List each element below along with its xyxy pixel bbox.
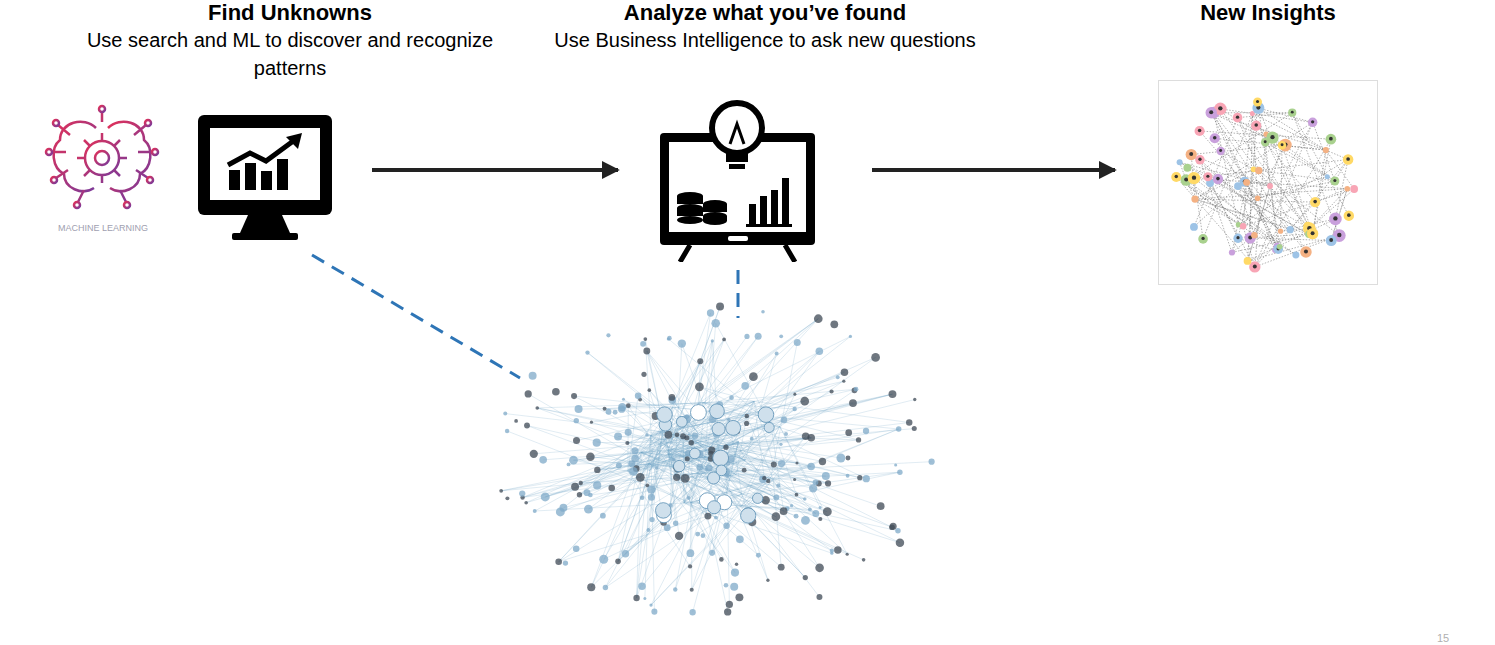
flow-arrow bbox=[372, 168, 618, 172]
icon-node: Find UnknownsUse search and ML to discov… bbox=[198, 115, 332, 240]
logo-caption: MACHINE LEARNING bbox=[40, 223, 166, 233]
caption-block: Find UnknownsUse search and ML to discov… bbox=[80, 0, 500, 82]
step-heading: Find Unknowns bbox=[80, 0, 500, 26]
network-graph bbox=[499, 303, 934, 616]
leader-line bbox=[737, 270, 740, 318]
icon-node: Analyze what you’ve foundUse Business In… bbox=[660, 100, 815, 262]
monitor-icon bbox=[198, 115, 332, 240]
step-description: Use search and ML to discover and recogn… bbox=[80, 26, 500, 82]
people-network bbox=[1158, 80, 1378, 285]
caption-block: Analyze what you’ve foundUse Business In… bbox=[530, 0, 1000, 54]
step-heading: Analyze what you’ve found bbox=[530, 0, 1000, 26]
flow-arrow bbox=[872, 168, 1115, 172]
icon-node: New Insights bbox=[1158, 80, 1378, 285]
caption-block: New Insights bbox=[1108, 0, 1428, 26]
ml-logo bbox=[46, 106, 158, 208]
leader-line bbox=[312, 255, 520, 378]
step-description: Use Business Intelligence to ask new que… bbox=[530, 26, 1000, 54]
page-number: 15 bbox=[1425, 632, 1461, 644]
dashboard-icon bbox=[660, 100, 815, 262]
step-heading: New Insights bbox=[1108, 0, 1428, 26]
